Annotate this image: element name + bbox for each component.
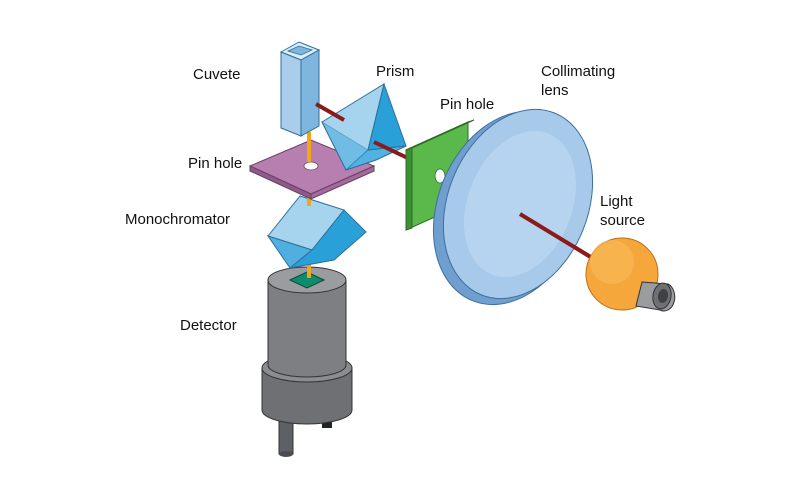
detector	[261, 266, 353, 457]
label-prism: Prism	[376, 63, 415, 80]
monochromator-prism	[266, 195, 367, 269]
detector-pin-end	[279, 451, 293, 457]
light-source	[585, 237, 676, 312]
cuvete	[279, 41, 321, 137]
label-pinhole-vertical: Pin hole	[440, 96, 495, 113]
label-collimating-line1: Collimating	[541, 63, 616, 80]
label-light-source: Light source	[600, 192, 645, 230]
beam-segment	[315, 102, 345, 122]
label-collimating-line2: lens	[541, 82, 569, 99]
label-detector: Detector	[180, 317, 237, 334]
collimating-lens	[432, 108, 594, 306]
label-monochromator: Monochromator	[125, 211, 231, 228]
label-light-line1: Light	[600, 193, 633, 210]
detector-sensor	[288, 271, 326, 289]
pinhole-opening	[303, 161, 319, 171]
label-collimating-lens: Collimating lens	[541, 62, 615, 100]
label-cuvete: Cuvete	[193, 66, 241, 83]
label-pinhole-horizontal: Pin hole	[188, 155, 243, 172]
label-light-line2: source	[600, 212, 646, 229]
